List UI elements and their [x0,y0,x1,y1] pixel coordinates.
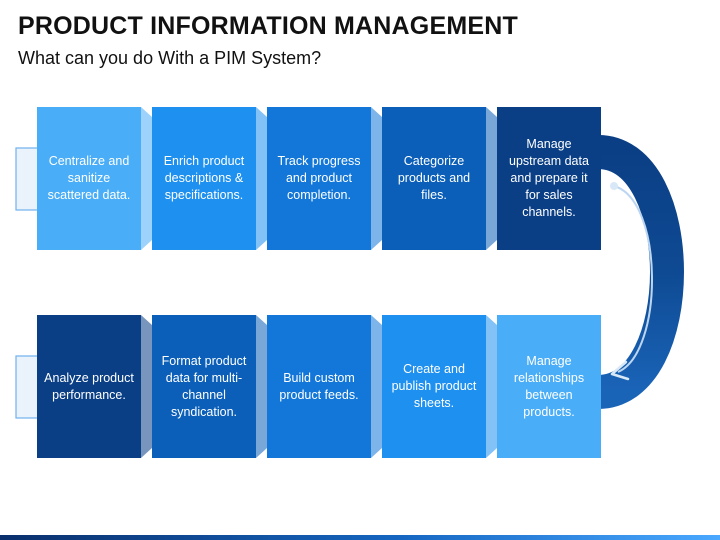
bottom-row-fold-4 [486,315,497,458]
top-row-fold-4 [486,107,497,250]
bottom-row-card-5-text: Manage relationships between products. [513,353,585,419]
u-turn-start-dot [610,182,618,190]
bottom-row-card-5-bg [497,315,601,458]
bottom-row-card-2-bg [152,315,256,458]
top-row-fold-2 [256,107,267,250]
bottom-row-start-tab [15,355,39,419]
bottom-row-card-3-text: Build custom product feeds. [279,370,359,402]
top-row-card-2-bg [152,107,256,250]
top-row-start-tab [15,147,39,211]
bottom-row-card-4-text: Create and publish product sheets. [391,362,477,410]
slide-title: PRODUCT INFORMATION MANAGEMENT [18,12,518,40]
bottom-row-fold-2 [256,315,267,458]
slide-subtitle: What can you do With a PIM System? [18,48,322,68]
footer-bar [0,535,720,540]
top-row-card-1-text: Centralize and sanitize scattered data. [47,154,131,202]
u-turn-inner-line [613,185,653,373]
u-turn-arrow-band [596,135,684,409]
top-row-card-3-text: Track progress and product completion. [277,154,361,202]
bottom-row-card-2-text: Format product data for multi-channel sy… [161,353,247,419]
top-row-fold-1 [141,107,152,250]
bottom-row-fold-1 [141,315,152,458]
bottom-row-card-3-bg [267,315,371,458]
bottom-row-card-4-bg [382,315,486,458]
top-row-card-5-text: Manage upstream data and prepare it for … [509,137,589,219]
bottom-row-card-1-text: Analyze product performance. [44,370,134,402]
top-row-card-5-bg [497,107,601,250]
bottom-row-fold-3 [371,315,382,458]
top-row-card-4-text: Categorize products and files. [397,154,471,202]
top-row-fold-3 [371,107,382,250]
top-row-card-1-bg [37,107,141,250]
top-row-card-3-bg [267,107,371,250]
top-row-card-4-bg [382,107,486,250]
top-row-card-2-text: Enrich product descriptions & specificat… [163,154,245,202]
u-turn-arrowhead-icon [610,360,630,381]
bottom-row-card-1-bg [37,315,141,458]
